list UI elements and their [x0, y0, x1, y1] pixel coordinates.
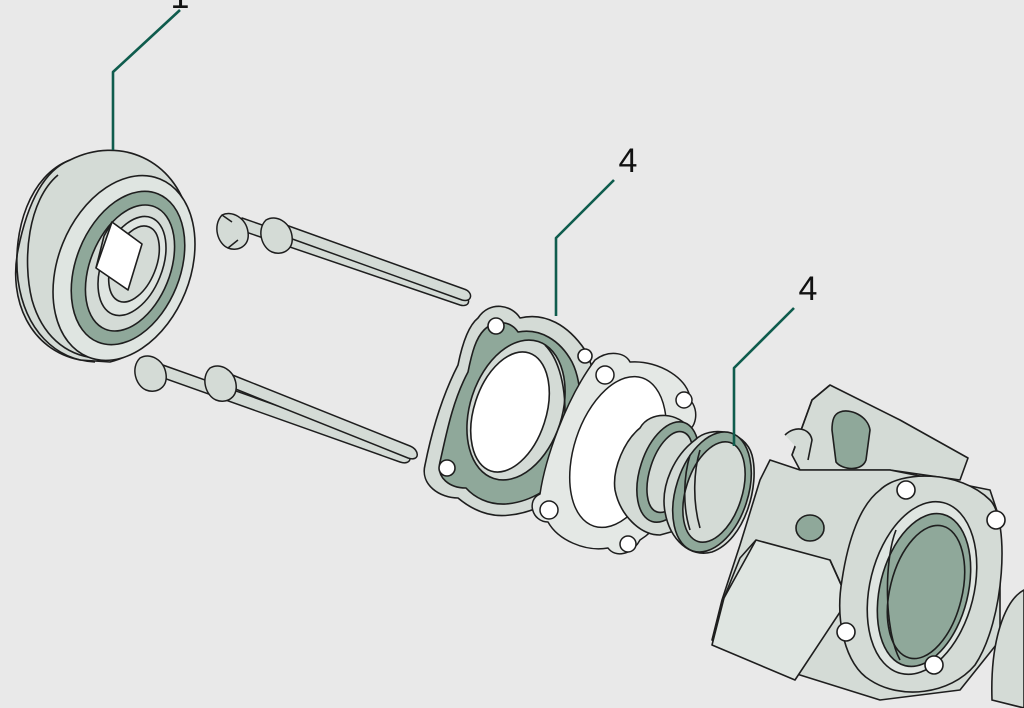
- leader-lines: [111, 9, 795, 446]
- bolt: [204, 365, 418, 460]
- leader-line-4b: [732, 307, 795, 446]
- callout-label-4b: 4: [799, 270, 818, 308]
- leader-line-4a: [554, 179, 615, 316]
- leader-line-1: [111, 9, 181, 150]
- bolts-group: [134, 212, 472, 464]
- bolt: [260, 217, 472, 302]
- end-cover-part: [14, 149, 196, 363]
- seal-ring-part: [663, 430, 755, 554]
- housing-part: [711, 384, 1006, 701]
- flange-part: [423, 305, 596, 517]
- callout-label-4a: 4: [619, 142, 638, 180]
- adjacent-part-edge: [991, 589, 1024, 708]
- callout-label-1: 1: [171, 0, 190, 16]
